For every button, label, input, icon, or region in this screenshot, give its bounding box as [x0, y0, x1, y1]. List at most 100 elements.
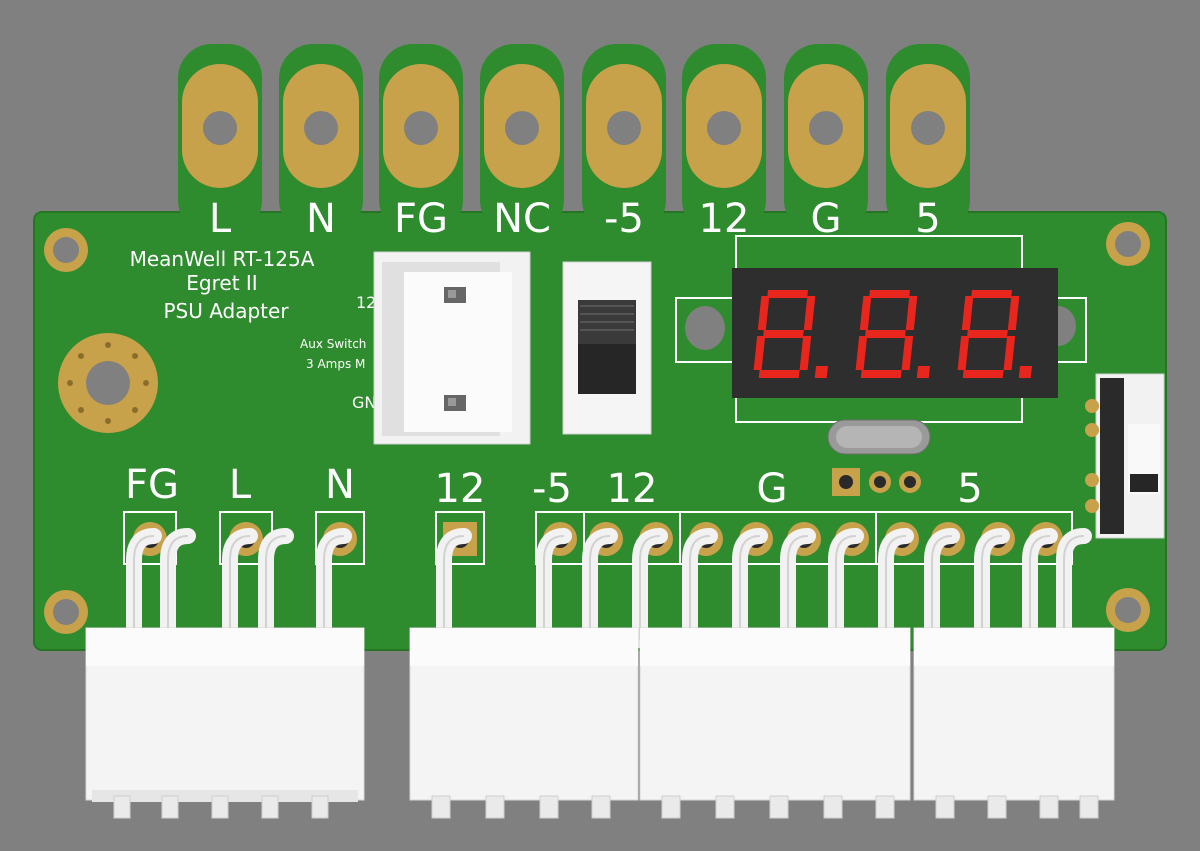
header-label-gn: GN [352, 393, 376, 412]
connector-housing-ac [85, 627, 365, 819]
top-tab-label: G [811, 196, 842, 242]
connector-pin [732, 528, 768, 648]
tab-hole [304, 111, 338, 145]
slide-switch[interactable] [562, 261, 652, 435]
connector-pin [436, 528, 472, 648]
bottom-label-fg: FG [125, 462, 179, 508]
display-decimal-point [916, 366, 931, 378]
amps-note: 3 Amps M [306, 357, 365, 371]
tab-hole [203, 111, 237, 145]
top-tab-label: L [209, 196, 232, 242]
display-segment [753, 336, 766, 370]
top-tab-label: 12 [699, 196, 750, 242]
mounting-hole [44, 590, 88, 634]
top-tab-3: FG [379, 44, 463, 242]
connector-pin [682, 528, 718, 648]
mounting-hole [1106, 588, 1150, 632]
display-segment [864, 330, 906, 338]
connector-pin [828, 528, 864, 648]
connector-pin [160, 528, 196, 648]
bottom-label-12a: 12 [435, 466, 486, 512]
display-segment [905, 296, 918, 330]
ground-lug-pad [58, 333, 158, 433]
display-segment [869, 290, 910, 298]
connector-pin [780, 528, 816, 648]
display-segment [962, 370, 1004, 378]
bottom-label-n: N [325, 462, 355, 508]
connector-housings [85, 627, 1115, 819]
tab-hole [505, 111, 539, 145]
connector-housing-5v [913, 627, 1115, 819]
display-digit [855, 290, 931, 378]
display-segment [1003, 336, 1016, 370]
display-decimal-point [814, 366, 829, 378]
connector-pin [1022, 528, 1058, 648]
display-segment [1007, 296, 1020, 330]
top-tab-8: 5 [886, 44, 970, 242]
bottom-label-l: L [229, 462, 252, 508]
board-title-line2: Egret II [186, 271, 257, 295]
display-segment [971, 290, 1012, 298]
top-tab-7: G [784, 44, 868, 242]
connector-housing-ground [639, 627, 911, 819]
top-tab-label: -5 [604, 196, 644, 242]
two-pin-header [373, 251, 531, 445]
display-segment [957, 336, 970, 370]
display-digit [753, 290, 829, 378]
tab-hole [809, 111, 843, 145]
tab-hole [607, 111, 641, 145]
connector-pin [258, 528, 294, 648]
display-decimal-point [1018, 366, 1033, 378]
display-segment [901, 336, 914, 370]
top-tab-6: 12 [682, 44, 766, 242]
display-segment [966, 330, 1008, 338]
connector-pin [126, 528, 162, 648]
connector-housing-12v [409, 627, 639, 819]
display-digit [957, 290, 1033, 378]
bottom-label-5: 5 [957, 466, 982, 512]
bottom-label-12b: 12 [607, 466, 658, 512]
display-segment [758, 370, 800, 378]
mounting-holes [44, 222, 1150, 634]
seven-segment-display [732, 268, 1058, 398]
connector-pin [924, 528, 960, 648]
display-digits [753, 290, 1033, 378]
top-tab-1: L [178, 44, 262, 242]
bottom-label-g: G [757, 466, 788, 512]
three-pin-pads [832, 468, 921, 496]
board-title-line1: MeanWell RT-125A [130, 247, 315, 271]
display-segment [767, 290, 808, 298]
connector-pin [878, 528, 914, 648]
connector-pin [1056, 528, 1092, 648]
mounting-hole [44, 228, 88, 272]
display-segment [961, 296, 974, 330]
top-tab-label: NC [493, 196, 551, 242]
bottom-labels: FG L N 12 -5 12 G 5 [125, 462, 983, 512]
header-label-12: 12 [356, 293, 376, 312]
display-segment [757, 296, 770, 330]
bottom-label-m5: -5 [532, 466, 572, 512]
tab-hole [911, 111, 945, 145]
top-tab-label: N [306, 196, 336, 242]
tab-hole [404, 111, 438, 145]
board-title-line3: PSU Adapter [163, 299, 289, 323]
connector-pin [222, 528, 258, 648]
top-tab-4: NC [480, 44, 564, 242]
side-slide-switch[interactable] [1085, 373, 1165, 539]
connector-pin [536, 528, 572, 648]
connector-pin [316, 528, 352, 648]
display-segment [762, 330, 804, 338]
top-tab-5: -5 [582, 44, 666, 242]
display-segment [860, 370, 902, 378]
mounting-hole [1106, 222, 1150, 266]
connector-pin [632, 528, 668, 648]
display-segment [855, 336, 868, 370]
display-segment [799, 336, 812, 370]
crystal [827, 419, 931, 455]
display-segment [803, 296, 816, 330]
connector-pins [126, 528, 1092, 648]
tab-hole [707, 111, 741, 145]
